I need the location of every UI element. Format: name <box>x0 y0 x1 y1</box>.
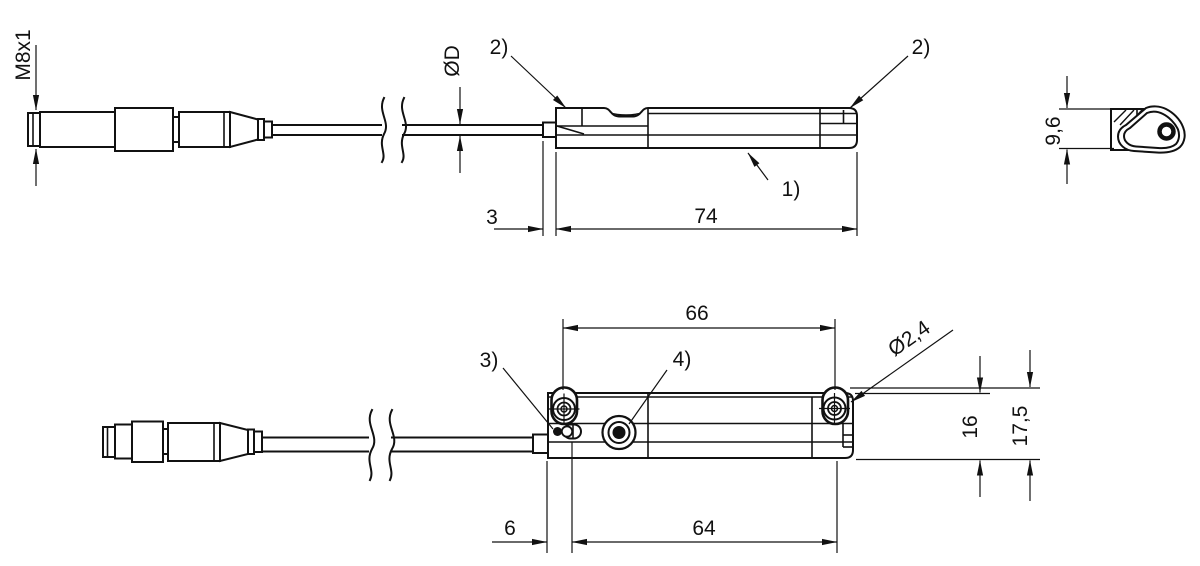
callout-3-label: 3) <box>480 349 499 372</box>
dim-housing-length: 74 <box>694 205 718 228</box>
cable-diameter-label: ØD <box>441 45 464 77</box>
dim-overall-width: 17,5 <box>1009 406 1032 447</box>
callout-3: 3) <box>480 349 554 430</box>
callout-2-left-label: 2) <box>490 36 509 59</box>
view-end: 9,6 <box>1042 76 1186 184</box>
adjuster-feature <box>601 414 637 451</box>
mounting-hole-right <box>819 393 850 424</box>
callout-2-left: 2) <box>490 36 567 109</box>
callout-2-right: 2) <box>849 36 931 109</box>
cable-sleeve-side <box>542 121 557 138</box>
m8-connector-side <box>27 107 273 152</box>
cable-top <box>261 408 534 482</box>
dim-m8-thread: M8x1 <box>12 29 40 186</box>
dim-front-offset: 3 <box>486 206 498 229</box>
callout-4: 4) <box>628 348 692 425</box>
dim-hole-diameter: Ø2,4 <box>850 316 954 403</box>
m8-thread-label: M8x1 <box>12 29 35 80</box>
dim-hole-spacing: 66 <box>562 302 836 390</box>
mounting-hole-left <box>548 393 580 425</box>
view-side: M8x1 ØD 2) 2) 1) 3 <box>12 29 930 236</box>
dim-hole-diameter-label: Ø2,4 <box>884 316 935 361</box>
clip-hole <box>1157 122 1176 141</box>
sensor-housing-side <box>555 107 858 149</box>
dim-cable-diameter: ØD <box>441 45 464 173</box>
grip-notch <box>609 112 643 117</box>
callout-1-label: 1) <box>782 178 801 201</box>
end-view-outline <box>1110 105 1186 154</box>
dim-mounting-length: 64 <box>692 517 716 540</box>
status-led-group <box>553 423 582 440</box>
callout-2-right-label: 2) <box>912 36 931 59</box>
dim-front-offset-and-length: 3 74 <box>486 141 858 236</box>
cable-side <box>271 96 544 164</box>
dim-housing-height: 9,6 <box>1042 76 1114 184</box>
dim-bottom-lengths: 6 64 <box>492 442 838 553</box>
dim-widths: 16 17,5 <box>850 350 1040 501</box>
callout-1: 1) <box>747 152 801 201</box>
break-symbol <box>380 96 387 164</box>
view-top: 66 3) 4) Ø2,4 16 17,5 <box>102 302 1040 553</box>
callout-4-label: 4) <box>673 348 692 371</box>
sensor-housing-top <box>547 386 854 459</box>
dim-housing-width: 16 <box>959 415 982 438</box>
dim-housing-height-label: 9,6 <box>1042 116 1065 145</box>
break-symbol <box>368 408 376 482</box>
dim-hole-spacing-label: 66 <box>685 302 708 325</box>
dim-bottom-offset: 6 <box>504 517 516 540</box>
m8-connector-top <box>102 420 263 463</box>
cable-sleeve-top <box>532 433 549 454</box>
